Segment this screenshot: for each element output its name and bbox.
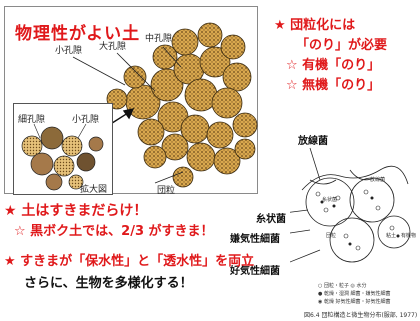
micro-tiny-3: 団粒 bbox=[326, 233, 337, 239]
micro-tiny-1: 糸状菌 bbox=[322, 197, 338, 203]
legend-line-2: ● 乾燥・湿潤 細菌・嫌気性細菌 bbox=[318, 291, 391, 297]
aggregate-cluster bbox=[106, 22, 258, 188]
pointer-lines bbox=[72, 46, 184, 184]
panel-title: 物理性がよい土 bbox=[15, 24, 141, 44]
label-magnified: 拡大図 bbox=[80, 185, 108, 195]
label-aggregate: 団粒 bbox=[157, 186, 176, 196]
label-small-pore: 小孔隙 bbox=[55, 46, 83, 56]
right-line-2: 「のり」が必要 bbox=[296, 38, 388, 53]
magnified-particles bbox=[21, 123, 104, 191]
label-large-pore: 大孔隙 bbox=[99, 42, 127, 52]
legend-line-3: ◉ 乾燥 好気性細菌・好気性細菌 bbox=[318, 299, 391, 305]
label-anaerobic: 嫌気性細菌 bbox=[230, 234, 280, 245]
right-line-1: ★ 団粒化には bbox=[274, 18, 356, 33]
label-filamentous: 糸状菌 bbox=[256, 214, 286, 225]
right-line-3: ☆ 有機「のり」 bbox=[286, 58, 381, 73]
label-actinomycetes: 放線菌 bbox=[298, 136, 328, 147]
bottom-line-2: ☆ 黒ボク土では、2/3 がすきま！ bbox=[14, 224, 214, 239]
micro-tiny-2: 放線菌 bbox=[370, 177, 386, 183]
figure-caption: 図6.4 団粒構造と微生物分布(服部, 1977) bbox=[304, 312, 418, 319]
legend-line-1: ○ 団粒・粒子 ◎ 水分 bbox=[318, 283, 367, 289]
right-line-4: ☆ 無機「のり」 bbox=[286, 78, 381, 93]
magnified-inset: 細孔隙 小孔隙 拡大図 bbox=[13, 103, 113, 195]
aggregate-diagram bbox=[72, 22, 258, 188]
micro-tiny-4: 粘土・有機物 bbox=[386, 233, 417, 239]
bottom-line-4: さらに、生物を多様化する！ bbox=[24, 276, 193, 291]
label-inset-small-pore: 小孔隙 bbox=[72, 115, 100, 125]
soil-structure-panel: 物理性がよい土 bbox=[4, 6, 258, 196]
bottom-line-3: ★ すきまが「保水性」と「透水性」を両立 bbox=[4, 254, 255, 269]
bottom-line-1: ★ 土はすきまだらけ！ bbox=[4, 203, 148, 219]
microbe-diagram bbox=[290, 147, 411, 263]
label-aerobic: 好気性細菌 bbox=[230, 266, 280, 277]
label-fine-pore: 細孔隙 bbox=[18, 115, 46, 125]
label-medium-pore: 中孔隙 bbox=[145, 34, 173, 44]
